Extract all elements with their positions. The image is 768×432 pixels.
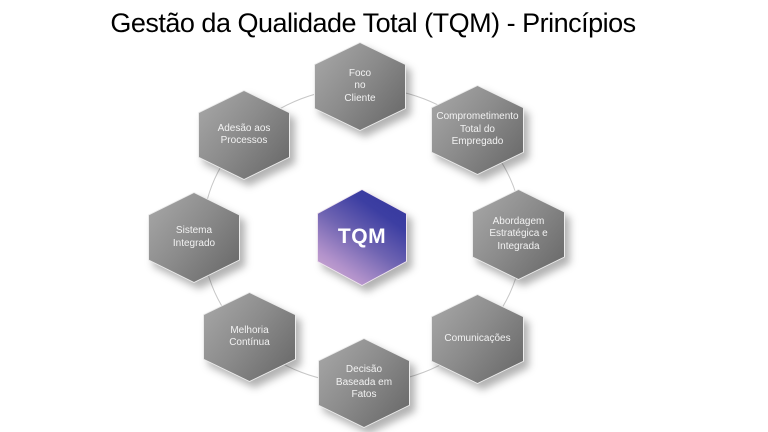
hexagon-label: Sistema Integrado — [172, 225, 216, 249]
hexagon-label: Foco no Cliente — [344, 67, 376, 104]
hexagon-label: Comprometimento Total do Empregado — [436, 111, 519, 148]
hexagon-foco-no-cliente: Foco no Cliente — [314, 42, 406, 131]
hexagon-tqm-center: TQM — [317, 189, 407, 286]
hexagon-abordagem-estrategica-e-integrada: Abordagem Estratégica e Integrada — [472, 189, 565, 280]
hexagon-label: Decisão Baseada em Fatos — [335, 364, 393, 401]
hexagon-comprometimento-total-do-empregado: Comprometimento Total do Empregado — [431, 85, 524, 175]
hexagon-adesao-aos-processos: Adesão aos Processos — [198, 90, 290, 180]
hexagon-comunicacoes: Comunicações — [431, 294, 524, 384]
hexagon-label: Melhoria Contínua — [229, 324, 270, 349]
hexagon-label: Abordagem Estratégica e Integrada — [489, 215, 548, 252]
hexagon-label: Comunicações — [444, 332, 511, 344]
hexagon-sistema-integrado: Sistema Integrado — [148, 192, 240, 283]
hexagon-label: TQM — [337, 225, 387, 249]
hexagon-label: Adesão aos Processos — [217, 122, 271, 147]
hexagon-melhoria-continua: Melhoria Contínua — [203, 292, 296, 382]
hexagon-fill — [315, 43, 405, 130]
hexagon-decisao-baseada-em-fatos: Decisão Baseada em Fatos — [318, 338, 410, 428]
slide-title: Gestão da Qualidade Total (TQM) - Princí… — [110, 8, 636, 38]
